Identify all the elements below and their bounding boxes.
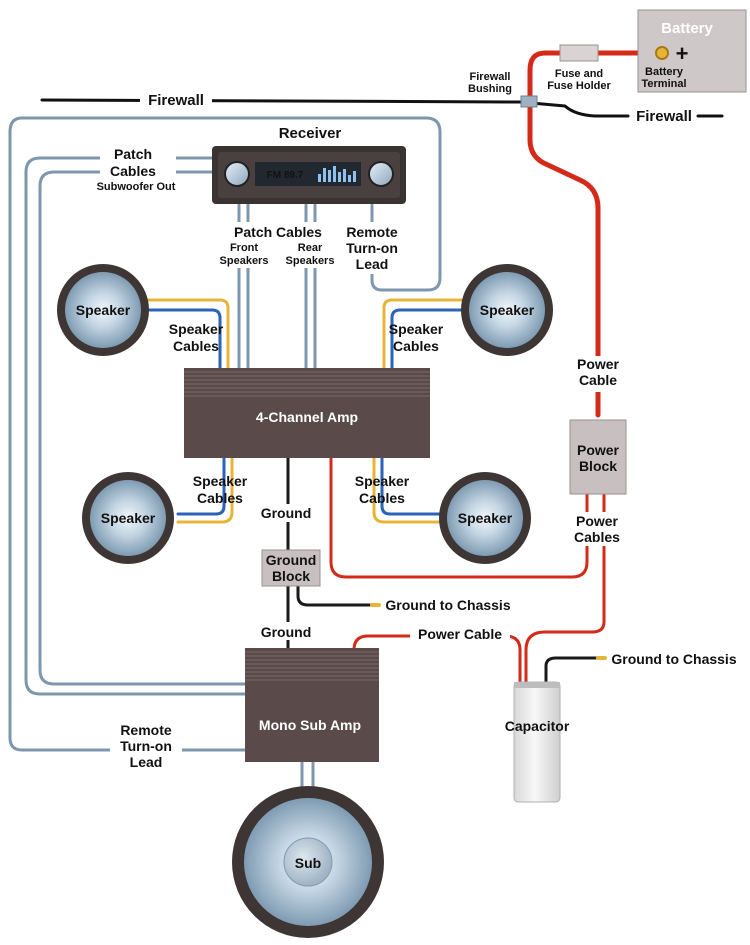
power-cables-label-2: Cables bbox=[574, 529, 620, 545]
speaker-cables-bl-1: Speaker bbox=[193, 473, 248, 489]
remote-bottom-label-2: Turn-on bbox=[120, 738, 172, 754]
ground-block-label-1: Ground bbox=[266, 552, 317, 568]
firewall-bushing: Firewall Bushing bbox=[468, 71, 538, 108]
spk-cable-tr-blue bbox=[390, 308, 464, 370]
spk-cable-tl-blue bbox=[146, 308, 222, 370]
sub-label: Sub bbox=[295, 855, 321, 871]
power-cable-label-2: Cable bbox=[579, 372, 617, 388]
speaker-bottom-left: Speaker bbox=[82, 472, 174, 564]
speaker-cables-br-2: Cables bbox=[359, 490, 405, 506]
receiver-left-knob-icon bbox=[224, 161, 250, 187]
firewall-line-right bbox=[518, 100, 630, 118]
remote-bottom-label-1: Remote bbox=[120, 722, 172, 738]
ground-label-bottom: Ground bbox=[261, 624, 312, 640]
patch-mid-label: Patch Cables bbox=[234, 224, 322, 240]
power-block-label-1: Power bbox=[577, 442, 620, 458]
fuse-label-2: Fuse Holder bbox=[547, 80, 611, 92]
power-cable-label-1: Power bbox=[577, 356, 620, 372]
ground-block: Ground Block bbox=[261, 549, 321, 587]
equalizer-bars-icon bbox=[318, 166, 356, 182]
firewall-label-left: Firewall bbox=[148, 92, 204, 109]
subwoofer-out-label: Subwoofer Out bbox=[97, 181, 176, 193]
mono-sub-amp-label: Mono Sub Amp bbox=[259, 717, 361, 733]
capacitor: Capacitor bbox=[505, 681, 570, 803]
capacitor-label: Capacitor bbox=[505, 718, 570, 734]
speaker-cables-tr-1: Speaker bbox=[389, 321, 444, 337]
power-cable-to-capacitor bbox=[524, 488, 606, 690]
heatsink-fins bbox=[184, 371, 430, 397]
plus-sign: + bbox=[676, 41, 689, 66]
speaker-label: Speaker bbox=[76, 302, 131, 318]
ground-to-chassis-label-1: Ground to Chassis bbox=[385, 597, 510, 613]
speaker-label: Speaker bbox=[458, 510, 513, 526]
receiver-display: FM 89.7 bbox=[267, 170, 304, 181]
speaker-cables-tl-2: Cables bbox=[173, 338, 219, 354]
spk-cable-bl-blue bbox=[176, 456, 226, 516]
power-cable-to-4ch-amp bbox=[329, 456, 589, 579]
patch-sub-label-2: Cables bbox=[110, 163, 156, 179]
spk-cable-tl-yellow bbox=[146, 298, 230, 370]
ground-label-top: Ground bbox=[261, 505, 312, 521]
rear-speakers-label-1: Rear bbox=[298, 242, 323, 254]
speaker-bottom-right: Speaker bbox=[439, 472, 531, 564]
speaker-cables-br-1: Speaker bbox=[355, 473, 410, 489]
front-speakers-label-1: Front bbox=[230, 242, 258, 254]
battery-terminal-icon bbox=[655, 46, 669, 60]
patch-sub-label-1: Patch bbox=[114, 146, 152, 162]
firewall-label-right: Firewall bbox=[636, 108, 692, 125]
spk-cable-bl-yellow bbox=[176, 456, 234, 524]
mono-sub-amp: Mono Sub Amp bbox=[245, 648, 379, 762]
spk-cable-tr-yellow bbox=[382, 298, 464, 370]
four-channel-amp-label: 4-Channel Amp bbox=[256, 409, 358, 425]
front-speakers-label-2: Speakers bbox=[220, 255, 269, 267]
battery-terminal-label-2: Terminal bbox=[641, 78, 686, 90]
receiver: Receiver FM 89.7 bbox=[212, 125, 406, 204]
fuse-holder: Fuse and Fuse Holder bbox=[547, 44, 611, 92]
capacitor-ground-wire bbox=[544, 656, 600, 690]
ground-block-label-2: Block bbox=[272, 568, 310, 584]
ground-to-chassis-label-2: Ground to Chassis bbox=[611, 651, 736, 667]
speaker-top-right: Speaker bbox=[461, 264, 553, 356]
subwoofer: Sub bbox=[232, 786, 384, 938]
spk-cable-br-blue bbox=[380, 456, 448, 516]
receiver-label: Receiver bbox=[279, 125, 342, 142]
remote-turn-on-lead bbox=[8, 116, 442, 752]
patch-sub-outer bbox=[24, 156, 247, 696]
receiver-right-knob-icon bbox=[368, 161, 394, 187]
speaker-cables-tl-1: Speaker bbox=[169, 321, 224, 337]
remote-top-label-2: Turn-on bbox=[346, 240, 398, 256]
power-block-label-2: Block bbox=[579, 458, 617, 474]
fuse-label-1: Fuse and bbox=[555, 68, 603, 80]
speaker-label: Speaker bbox=[480, 302, 535, 318]
power-cables-label-1: Power bbox=[576, 513, 619, 529]
battery-label: Battery bbox=[661, 20, 713, 37]
remote-top-label-3: Lead bbox=[356, 256, 389, 272]
bushing-label-2: Bushing bbox=[468, 83, 512, 95]
remote-top-label-1: Remote bbox=[346, 224, 398, 240]
battery: Battery + Battery Terminal bbox=[637, 9, 747, 93]
remote-bottom-label-3: Lead bbox=[130, 754, 163, 770]
rear-speakers-label-2: Speakers bbox=[286, 255, 335, 267]
ground-block-to-chassis bbox=[296, 583, 374, 607]
speaker-cables-tr-2: Cables bbox=[393, 338, 439, 354]
power-block: Power Block bbox=[569, 419, 627, 495]
heatsink-fins bbox=[245, 651, 379, 681]
speaker-top-left: Speaker bbox=[57, 264, 149, 356]
spk-cable-br-yellow bbox=[372, 456, 448, 524]
battery-terminal-label-1: Battery bbox=[645, 66, 684, 78]
power-cable-horizontal-label: Power Cable bbox=[418, 626, 502, 642]
bushing-label-1: Firewall bbox=[470, 71, 511, 83]
firewall-line-left bbox=[40, 98, 522, 104]
patch-sub-inner bbox=[38, 170, 247, 686]
speaker-label: Speaker bbox=[101, 510, 156, 526]
speaker-cables-bl-2: Cables bbox=[197, 490, 243, 506]
four-channel-amp: 4-Channel Amp bbox=[184, 368, 430, 458]
